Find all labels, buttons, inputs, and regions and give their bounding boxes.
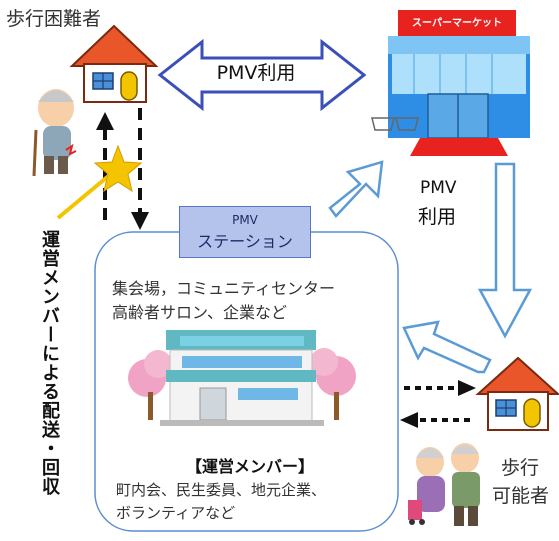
light-arrow-to-store xyxy=(328,160,384,218)
store-sign: スーパーマーケット xyxy=(412,18,502,29)
house-icon-bottom-right xyxy=(475,356,559,431)
places-line1: 集会場，コミュニティセンター xyxy=(112,279,336,298)
house-icon-top-left xyxy=(69,24,159,103)
walking-difficulty-label: 歩行困難者 xyxy=(6,8,102,30)
walkable-label-line2: 可能者 xyxy=(492,485,550,507)
pmv-use-label-top: PMV利用 xyxy=(216,62,296,84)
members-line2: ボランティアなど xyxy=(116,504,236,522)
star-icon xyxy=(93,144,143,193)
pmv-station-box: PMV ステーション xyxy=(179,206,311,258)
places-line2: 高齢者サロン、企業など xyxy=(112,303,288,322)
community-building-icon xyxy=(128,330,356,426)
walkable-label-line1: 歩行 xyxy=(501,457,540,479)
pmv-station-line2: ステーション xyxy=(197,232,293,251)
double-arrow-pmv-use xyxy=(157,38,367,112)
pmv-use-label-side-line1: PMV xyxy=(420,178,457,198)
dotted-arrow-right xyxy=(404,380,476,396)
elderly-couple-icon xyxy=(408,443,480,526)
delivery-collection-vertical-text: 運営メンバーによる配送・回収 xyxy=(39,230,60,496)
dotted-arrow-left xyxy=(400,412,470,428)
supermarket-icon xyxy=(371,10,530,156)
elderly-person-with-cane-icon xyxy=(32,89,77,177)
dashed-arrow-down xyxy=(131,108,149,230)
members-title: 【運営メンバー】 xyxy=(186,457,315,476)
pmv-use-label-side-line2: 利用 xyxy=(418,206,457,228)
dashed-arrow-up xyxy=(96,112,114,220)
members-line1: 町内会、民生委員、地元企業、 xyxy=(116,481,327,499)
light-arrow-to-station xyxy=(402,320,492,374)
light-arrow-down-right xyxy=(477,162,533,339)
pmv-station-line1: PMV xyxy=(232,213,258,227)
